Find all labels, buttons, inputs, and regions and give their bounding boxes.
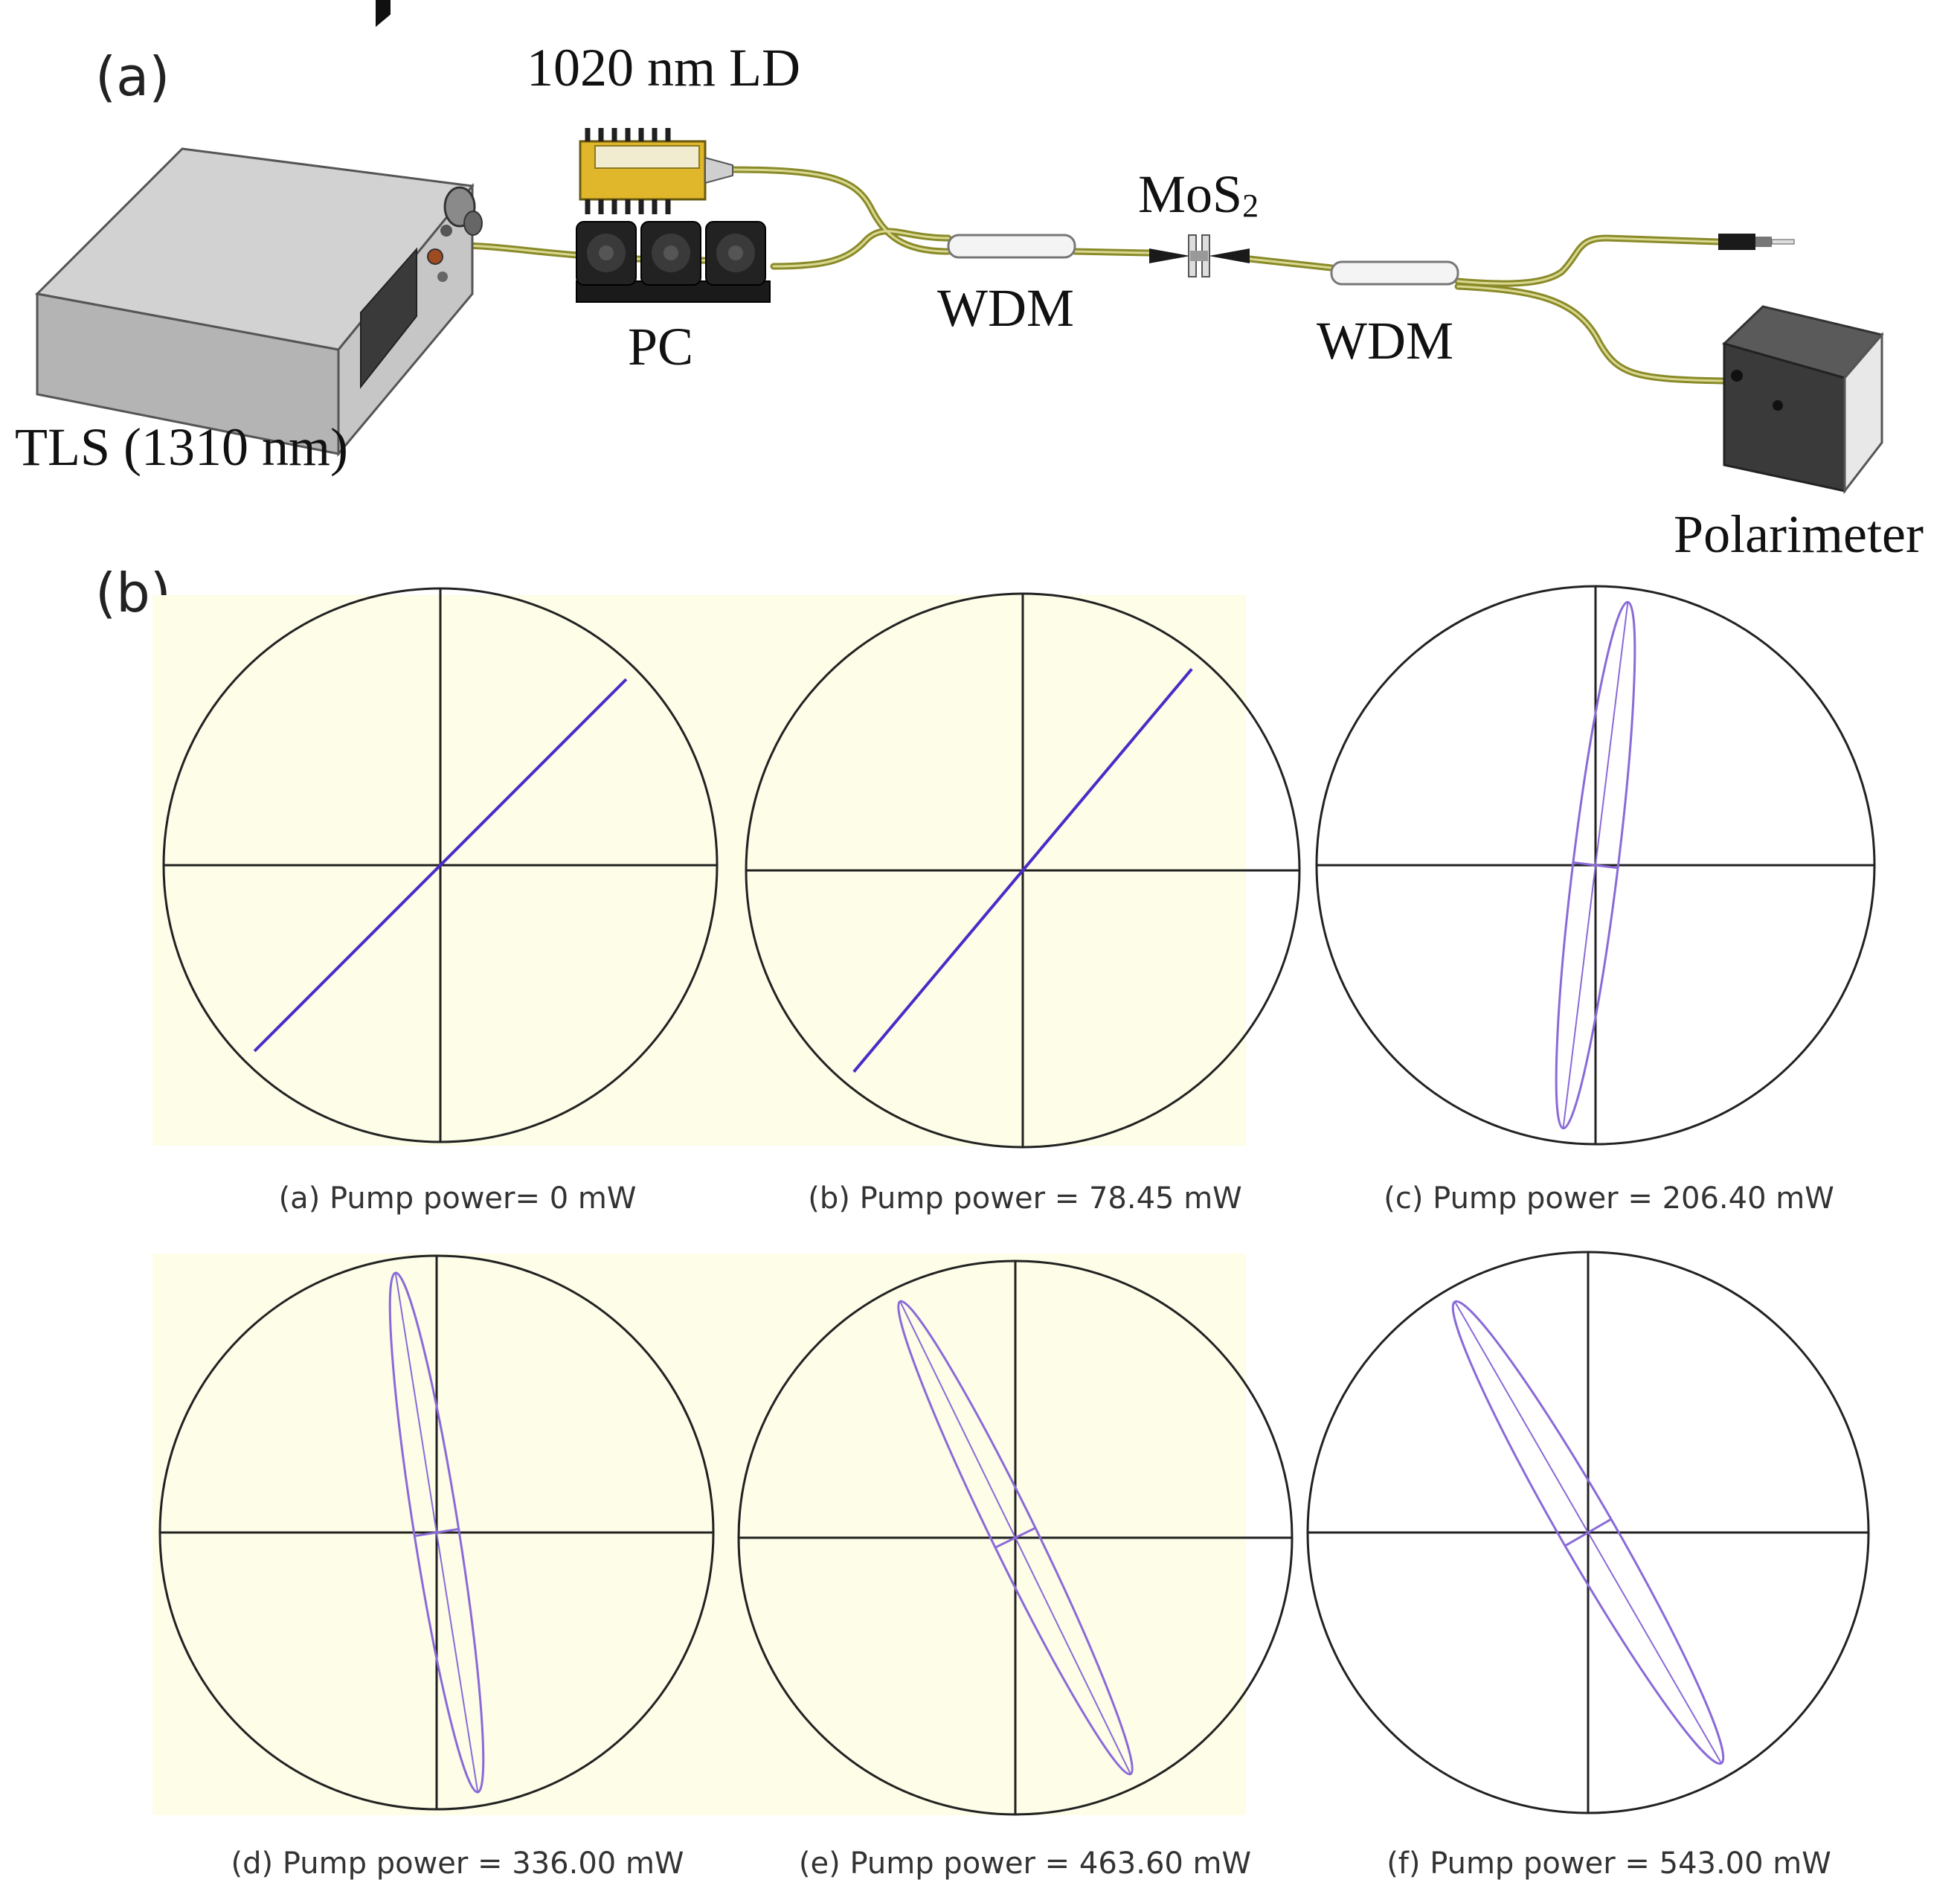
mos2-device (1149, 234, 1250, 277)
plot-c-minor-axis (1572, 861, 1619, 870)
tls-laser-source (34, 0, 483, 458)
plot-d (158, 1254, 715, 1811)
caption-plot-c: (c) Pump power = 206.40 mW (1384, 1181, 1834, 1216)
plot-a (162, 587, 719, 1143)
wdm-coupler-1 (947, 234, 1076, 259)
plot-b (745, 592, 1301, 1149)
label-tls: TLS (1310 nm) (15, 417, 348, 477)
label-mos2: MoS2 (1138, 164, 1259, 224)
pump-laser-diode (579, 128, 733, 214)
output-connector (1718, 234, 1795, 250)
plot-e-minor-axis (995, 1527, 1036, 1549)
panel-a-setup: (a) (15, 0, 1924, 564)
label-mos2-main: MoS (1138, 164, 1242, 224)
label-1020nm-ld: 1020 nm LD (527, 38, 800, 97)
caption-plot-b: (b) Pump power = 78.45 mW (808, 1181, 1241, 1216)
wdm-coupler-2 (1330, 260, 1459, 286)
caption-plot-a: (a) Pump power= 0 mW (279, 1181, 637, 1216)
plot-e (737, 1259, 1294, 1816)
polarization-controller (576, 221, 771, 303)
caption-plot-d: (d) Pump power = 336.00 mW (231, 1846, 684, 1881)
plot-a-polarization-trace (253, 678, 628, 1053)
label-mos2-subscript: 2 (1242, 187, 1259, 224)
label-polarimeter: Polarimeter (1674, 504, 1924, 564)
label-pc: PC (628, 317, 693, 376)
panel-b-polarization: (b) (a) Pump power= 0 mW (b) Pump power … (95, 562, 1876, 1881)
plot-d-minor-axis (414, 1527, 459, 1538)
plot-row-2-background (152, 1254, 1246, 1815)
label-wdm-2: WDM (1317, 311, 1453, 370)
plot-b-polarization-trace (852, 667, 1193, 1074)
polarimeter-device (1722, 305, 1884, 495)
panel-a-label: (a) (95, 45, 170, 108)
plot-c (1315, 585, 1876, 1146)
polarization-plots (158, 585, 1876, 1816)
plot-f (1306, 1251, 1870, 1814)
plot-f-minor-axis (1564, 1518, 1612, 1547)
label-wdm-1: WDM (937, 278, 1074, 338)
fiber-paths (454, 166, 1729, 385)
caption-plot-e: (e) Pump power = 463.60 mW (799, 1846, 1251, 1881)
caption-plot-f: (f) Pump power = 543.00 mW (1387, 1846, 1831, 1881)
